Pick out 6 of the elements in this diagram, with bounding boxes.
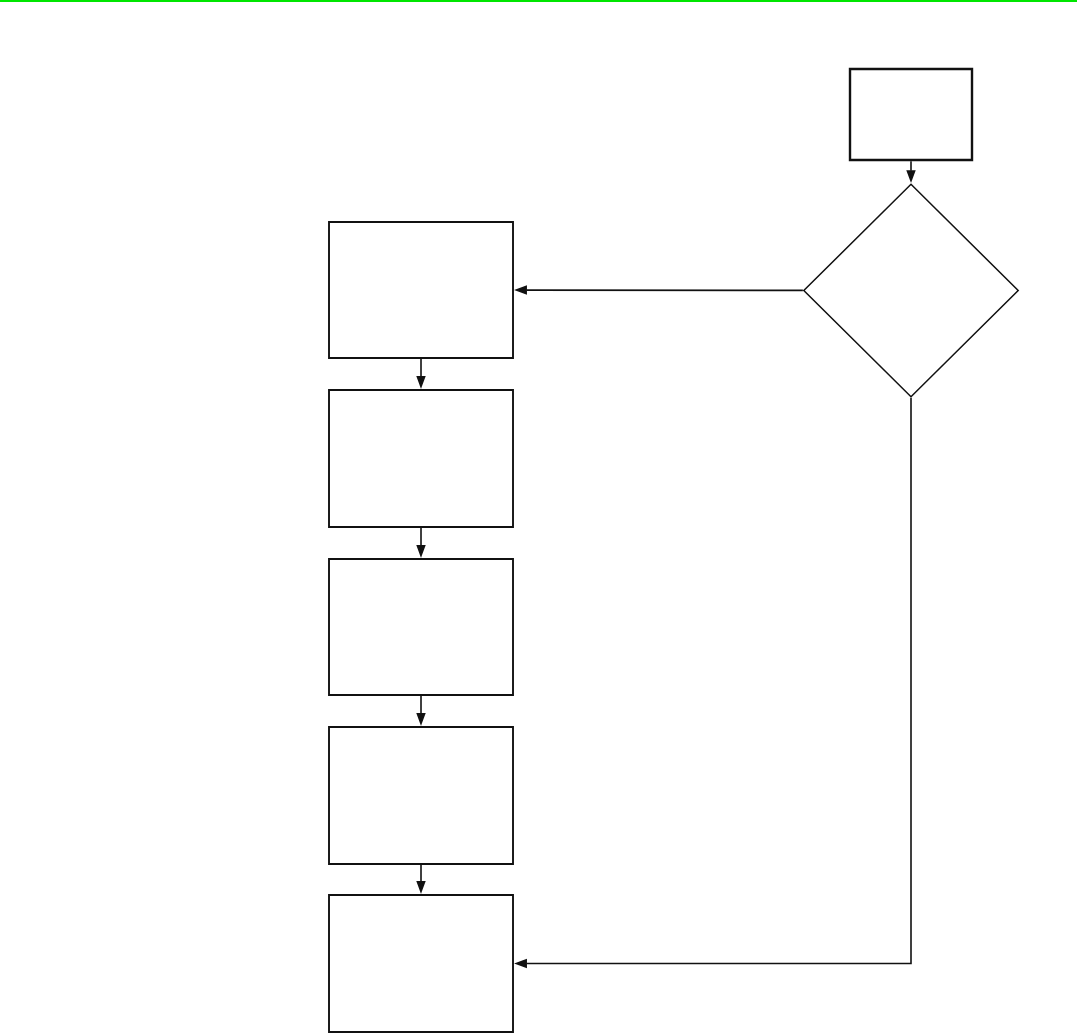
process-box [848,67,974,162]
process-box [328,389,514,528]
process-box [328,726,514,865]
process-box [328,894,514,1033]
process-box [328,221,514,359]
process-box [328,558,514,696]
